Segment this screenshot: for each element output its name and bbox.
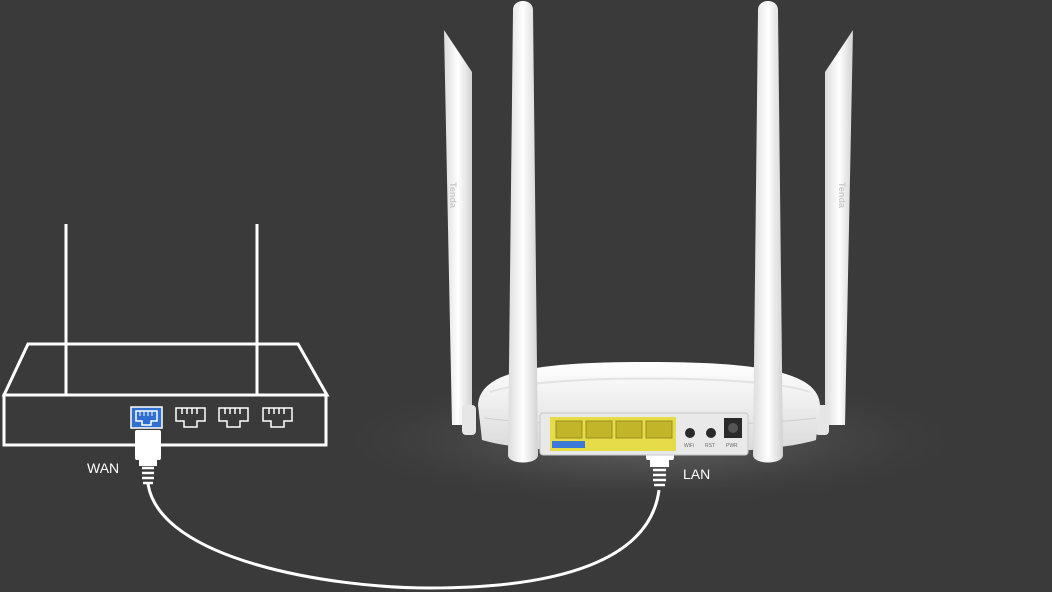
- router-antenna-inner-right: [753, 1, 783, 463]
- router-port-4: [645, 420, 673, 439]
- lan-label: LAN: [683, 466, 710, 482]
- wan-label: WAN: [87, 460, 119, 476]
- ethernet-cable: [146, 483, 661, 590]
- modem-top-face: [1, 342, 330, 397]
- router-rear-panel: WiFi RST PWR: [539, 412, 749, 456]
- modem-lan-port-3: [262, 407, 293, 428]
- router-antenna-outer-left: Tenda: [444, 30, 476, 435]
- modem-lan-port-2: [218, 407, 249, 428]
- router-antenna-inner-left: [508, 1, 538, 463]
- modem-lan-port-1: [175, 407, 206, 428]
- router-port-3: [615, 420, 643, 439]
- wan-cable-plug: [135, 430, 161, 485]
- router-antenna-outer-right: Tenda: [815, 30, 853, 435]
- antenna-brand-right: Tenda: [837, 182, 847, 209]
- modem-outline-drawing: [1, 224, 330, 447]
- router-port-2: [585, 420, 613, 439]
- modem-wan-port: [130, 406, 163, 429]
- router-port-1: [555, 420, 583, 439]
- router-wifi-button: [685, 428, 695, 438]
- router-pwr-label: PWR: [726, 443, 738, 449]
- modem-front-face: [2, 393, 328, 447]
- router-reset-button: [706, 428, 716, 438]
- wireless-router-photo: Tenda Tenda: [444, 1, 853, 463]
- router-wifi-label: WiFi: [684, 443, 694, 449]
- router-wan-port-marker: [552, 441, 585, 448]
- antenna-brand-left: Tenda: [448, 182, 458, 209]
- router-rst-label: RST: [705, 443, 715, 449]
